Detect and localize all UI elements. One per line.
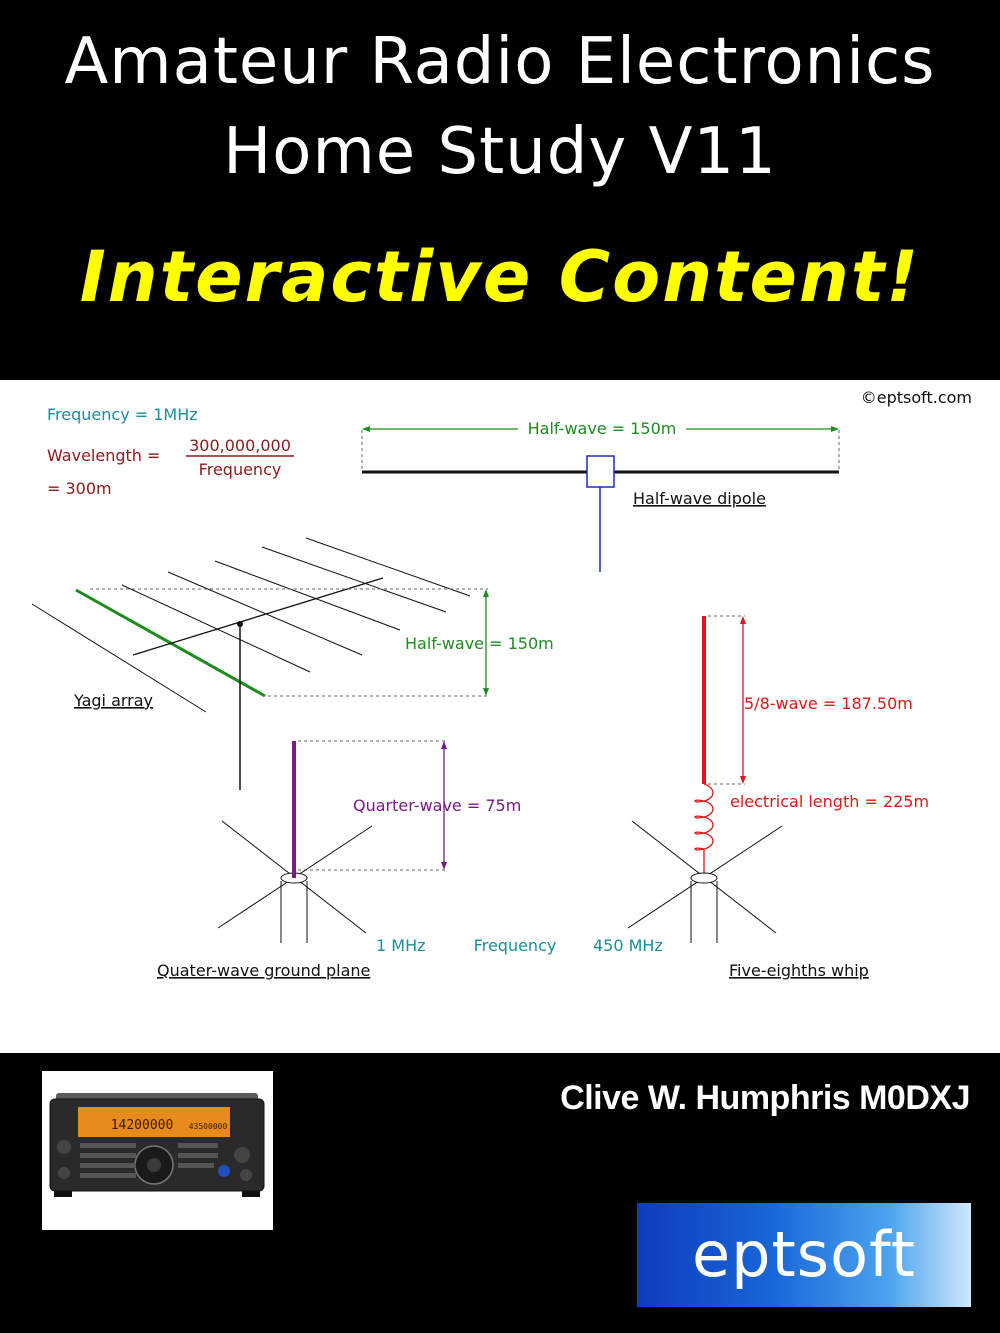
dipole-feed-box bbox=[586, 455, 615, 488]
whip-base bbox=[690, 872, 718, 884]
whip-name: Five-eighths whip bbox=[729, 961, 869, 980]
wavelength-label: Wavelength = bbox=[47, 446, 160, 465]
yagi-arrow-bottom bbox=[483, 688, 489, 696]
antenna-diagram-svg: ©eptsoft.com Frequency = 1MHz Wavelength… bbox=[31, 388, 972, 980]
copyright-text: ©eptsoft.com bbox=[861, 388, 972, 407]
yagi-element bbox=[167, 571, 363, 656]
formula-numerator: 300,000,000 bbox=[189, 436, 291, 455]
yagi-element bbox=[121, 584, 311, 673]
button-row bbox=[178, 1163, 214, 1168]
button-row bbox=[178, 1143, 218, 1148]
knob-icon bbox=[240, 1169, 252, 1181]
knob-icon bbox=[234, 1147, 250, 1163]
title-line-1: Amateur Radio Electronics bbox=[64, 25, 936, 99]
whip-length-label: 5/8-wave = 187.50m bbox=[744, 694, 913, 713]
yagi-group: Half-wave = 150m Yagi array bbox=[31, 537, 554, 790]
eptsoft-logo: eptsoft bbox=[637, 1203, 971, 1307]
frequency-label: Frequency = 1MHz bbox=[47, 405, 198, 424]
yagi-name: Yagi array bbox=[73, 691, 153, 710]
electrical-length-label: electrical length = 225m bbox=[730, 792, 929, 811]
knob-icon bbox=[218, 1165, 230, 1177]
transceiver-foot bbox=[242, 1191, 260, 1197]
transceiver-illustration: 14200000 43500000 bbox=[49, 1093, 265, 1197]
dipole-arrow-left bbox=[362, 426, 370, 432]
button-row bbox=[80, 1153, 136, 1158]
wavelength-result: = 300m bbox=[47, 479, 112, 498]
transceiver-display bbox=[78, 1107, 230, 1137]
transceiver-photo: 14200000 43500000 bbox=[42, 1071, 273, 1230]
dipole-name: Half-wave dipole bbox=[633, 489, 766, 508]
ground-plane-name: Quater-wave ground plane bbox=[157, 961, 370, 980]
button-row bbox=[178, 1153, 218, 1158]
whip-loading-coil bbox=[694, 783, 714, 877]
tuning-knob-center bbox=[147, 1158, 161, 1172]
formula-denominator: Frequency bbox=[199, 460, 282, 479]
author-name: Clive W. Humphris M0DXJ bbox=[560, 1079, 970, 1117]
transceiver-foot bbox=[54, 1191, 72, 1197]
ground-plane-length-label: Quarter-wave = 75m bbox=[353, 796, 521, 815]
display-sub-frequency: 43500000 bbox=[189, 1122, 228, 1131]
button-row bbox=[80, 1143, 136, 1148]
knob-icon bbox=[57, 1140, 71, 1154]
display-main-frequency: 14200000 bbox=[111, 1118, 174, 1133]
yagi-arrow-top bbox=[483, 589, 489, 597]
ground-plane-group: Quarter-wave = 75m Quater-wave ground pl… bbox=[157, 740, 521, 980]
slider-title[interactable]: Frequency bbox=[474, 936, 557, 955]
button-row bbox=[80, 1163, 136, 1168]
whip-group: 5/8-wave = 187.50m electrical length = 2… bbox=[627, 615, 929, 980]
ground-plane-arrow-bottom bbox=[441, 862, 447, 870]
yagi-element bbox=[214, 560, 401, 631]
slider-min-label: 1 MHz bbox=[376, 936, 426, 955]
dipole-group: Half-wave = 150m Half-wave dipole bbox=[361, 419, 840, 572]
antenna-diagram: ©eptsoft.com Frequency = 1MHz Wavelength… bbox=[0, 380, 1000, 1053]
tagline: Interactive Content! bbox=[79, 236, 921, 318]
whip-arrow-top bbox=[740, 616, 746, 624]
yagi-boom bbox=[132, 577, 384, 656]
yagi-length-label: Half-wave = 150m bbox=[405, 634, 554, 653]
button-row bbox=[80, 1173, 136, 1178]
logo-text: eptsoft bbox=[691, 1218, 917, 1291]
ground-plane-arrow-top bbox=[441, 741, 447, 749]
knob-icon bbox=[58, 1167, 70, 1179]
whip-arrow-bottom bbox=[740, 776, 746, 784]
slider-max-label: 450 MHz bbox=[593, 936, 663, 955]
title-line-2: Home Study V11 bbox=[223, 115, 777, 189]
yagi-element bbox=[305, 537, 471, 597]
dipole-length-label: Half-wave = 150m bbox=[528, 419, 677, 438]
yagi-element bbox=[31, 603, 207, 713]
dipole-arrow-right bbox=[831, 426, 839, 432]
yagi-element bbox=[261, 546, 447, 613]
